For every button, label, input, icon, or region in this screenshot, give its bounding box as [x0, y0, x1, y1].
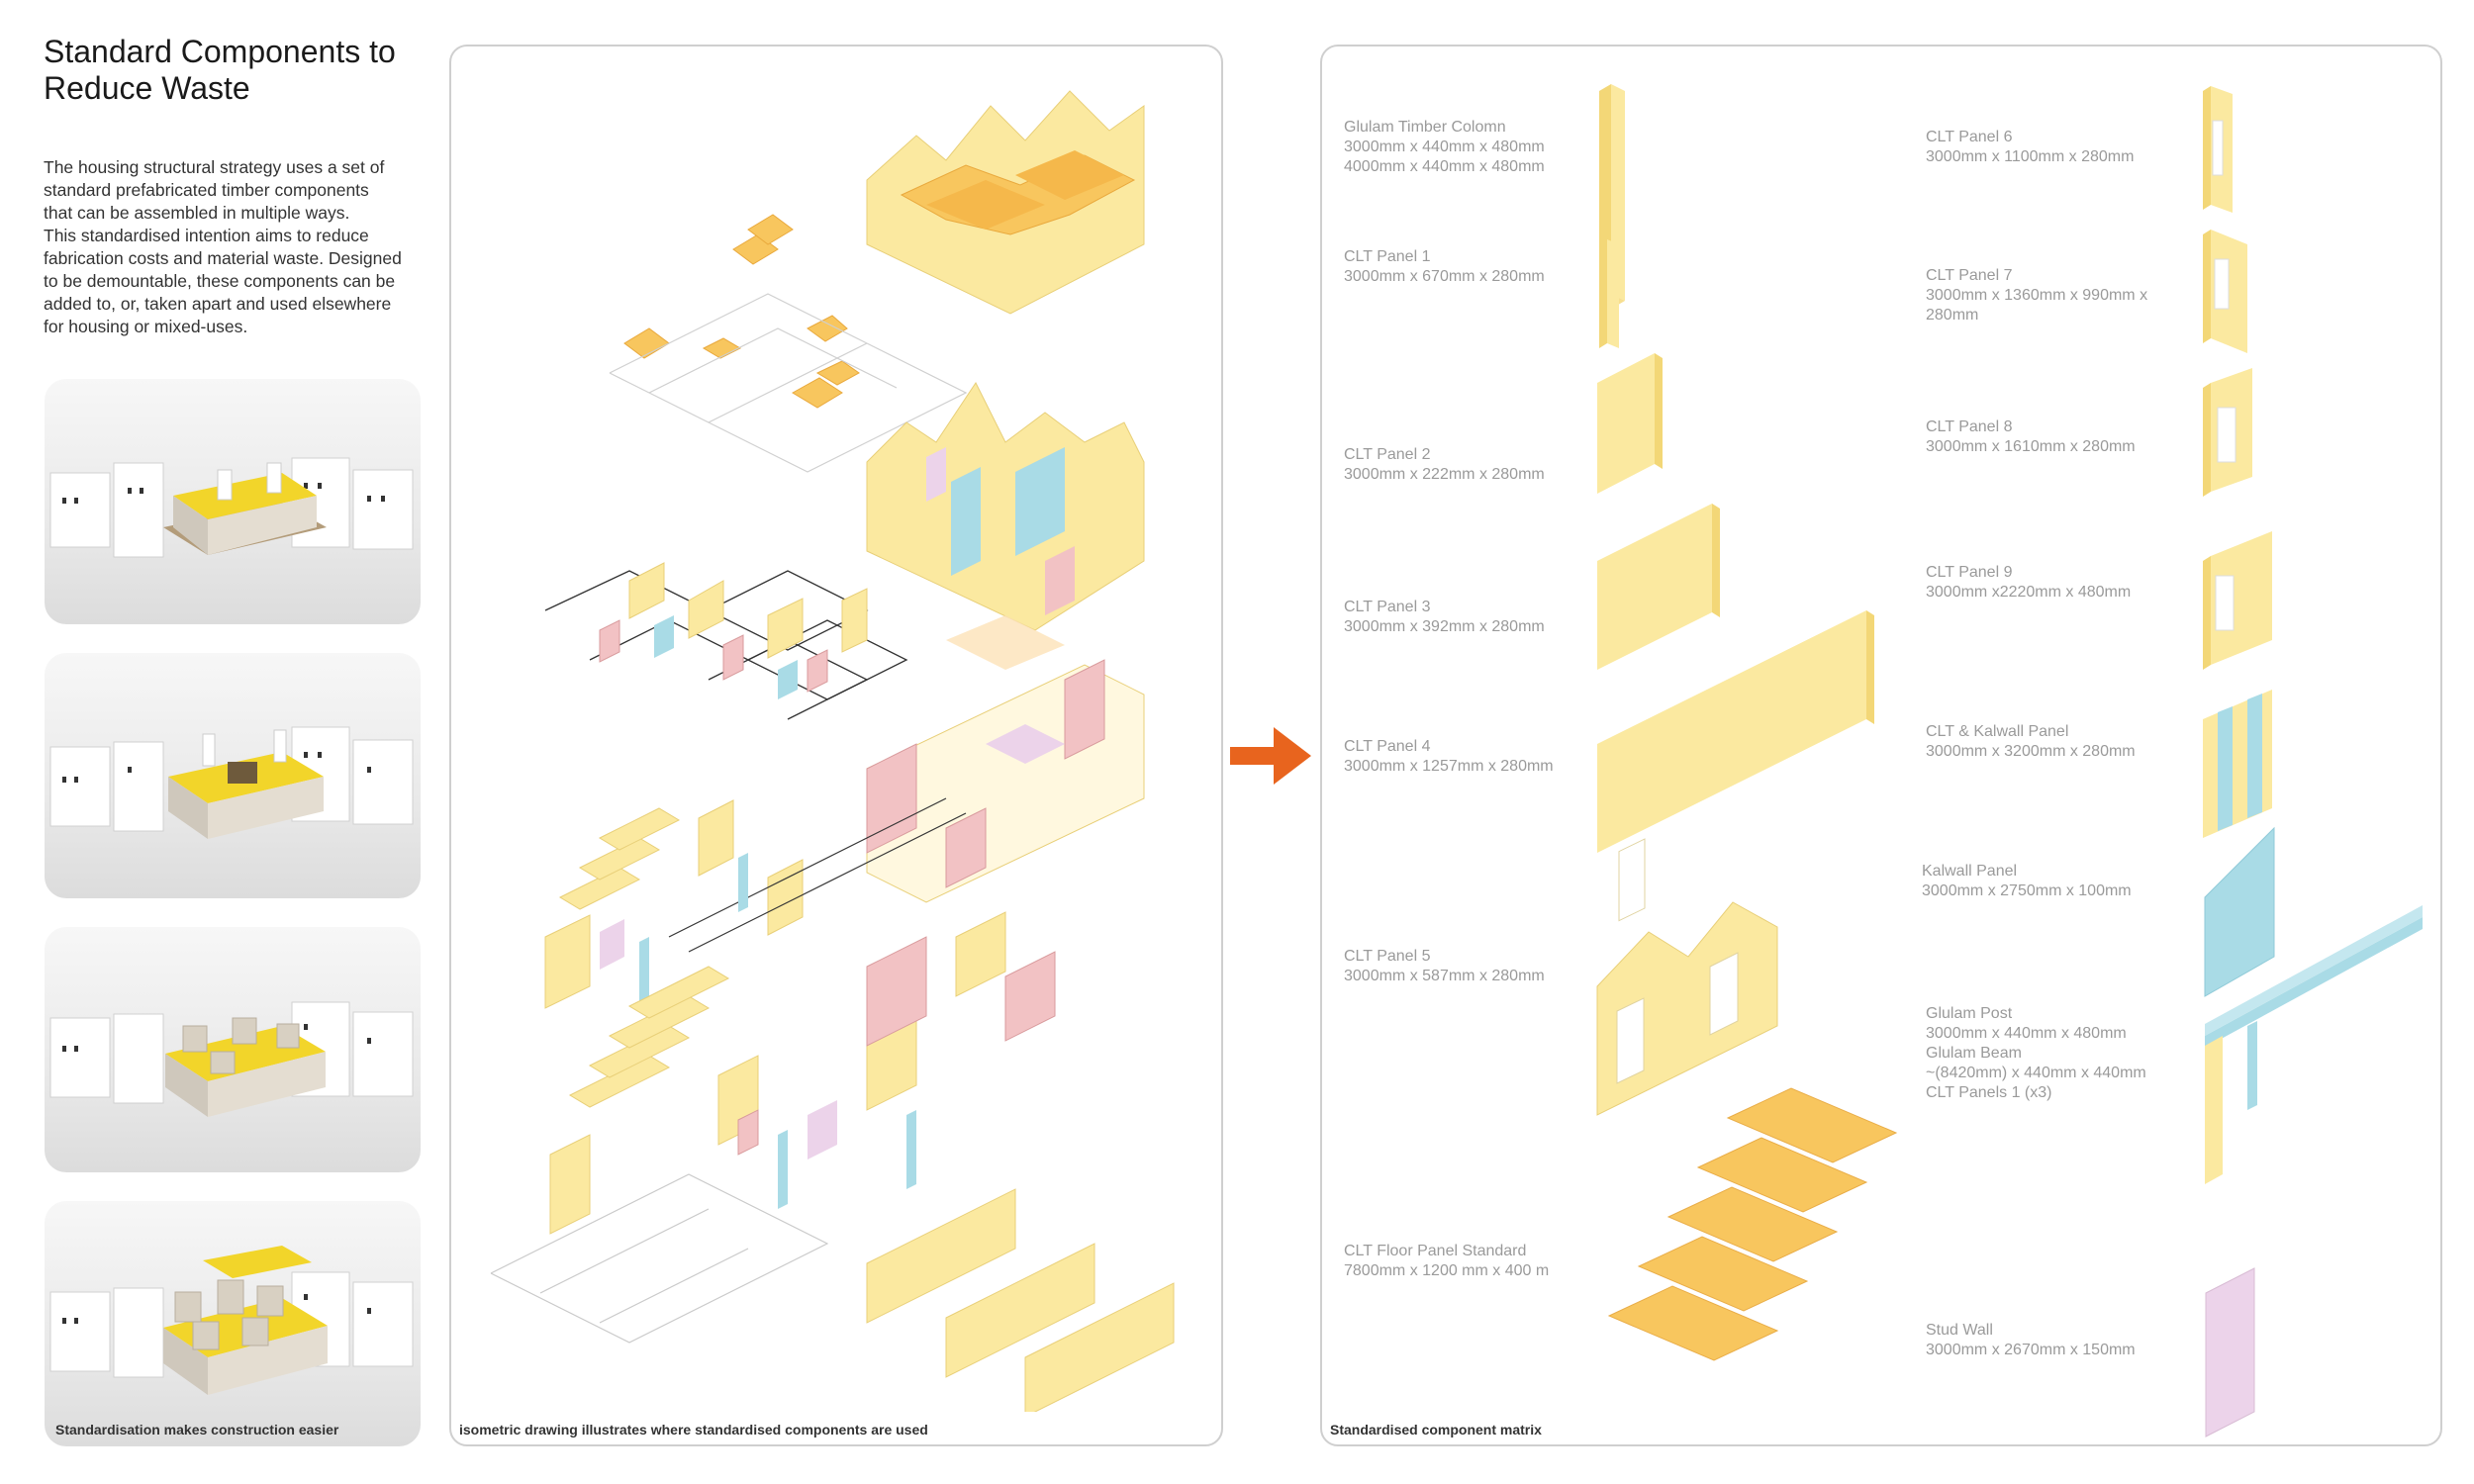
intro-line: that can be assembled in multiple ways.	[44, 203, 350, 223]
intro-line: to be demountable, these components can …	[44, 271, 396, 291]
iso-upper-level	[544, 382, 1145, 720]
clt-panel-2-shape	[1597, 353, 1663, 494]
component-label-clt-panel-3: CLT Panel 3 3000mm x 392mm x 280mm	[1344, 598, 1545, 637]
component-label-clt-panel-2: CLT Panel 2 3000mm x 222mm x 280mm	[1344, 445, 1545, 485]
component-dims: 3000mm x 440mm x 480mm	[1926, 1025, 2127, 1042]
component-dims: 4000mm x 440mm x 480mm	[1344, 158, 1545, 175]
model-photo-3-drawing	[49, 1001, 414, 1117]
component-dims: Glulam Beam	[1926, 1045, 2022, 1062]
kalwall-panel-shape	[2204, 826, 2275, 997]
page-title: Standard Components to Reduce Waste	[44, 34, 439, 107]
model-photo-1-drawing	[49, 457, 414, 558]
component-name: CLT Panel 5	[1344, 948, 1431, 965]
clt-panel-9-shape	[2203, 531, 2272, 670]
component-dims: 3000mm x 2670mm x 150mm	[1926, 1342, 2136, 1358]
component-dims: 3000mm x2220mm x 480mm	[1926, 584, 2132, 601]
component-name: CLT Floor Panel Standard	[1344, 1243, 1527, 1259]
glulam-post-beam-shape	[2205, 905, 2423, 1184]
component-name: CLT Panel 8	[1926, 418, 2013, 435]
clt-panel-8-shape	[2203, 368, 2252, 497]
component-dims: 3000mm x 670mm x 280mm	[1344, 268, 1545, 285]
component-name: CLT Panel 3	[1344, 599, 1431, 615]
component-name: Glulam Post	[1926, 1005, 2013, 1022]
component-name: CLT Panel 7	[1926, 267, 2013, 284]
model-photo-3	[45, 927, 421, 1172]
intro-line: added to, or, taken apart and used elsew…	[44, 294, 392, 314]
component-label-glulam-post: Glulam Post 3000mm x 440mm x 480mm Glula…	[1926, 1004, 2146, 1103]
component-name: CLT Panel 4	[1344, 738, 1431, 755]
iso-ground-level	[544, 659, 1145, 1009]
component-label-clt-panel-5: CLT Panel 5 3000mm x 587mm x 280mm	[1344, 947, 1545, 986]
title-line-1: Standard Components to	[44, 34, 396, 69]
component-label-clt-panel-7: CLT Panel 7 3000mm x 1360mm x 990mm x 28…	[1926, 266, 2147, 325]
model-photo-2	[45, 653, 421, 898]
clt-kalwall-panel-shape	[2203, 690, 2272, 838]
component-name: CLT Panel 6	[1926, 129, 2013, 145]
model-photo-4-drawing	[49, 1246, 414, 1395]
model-photo-1	[45, 379, 421, 624]
intro-line: standard prefabricated timber components	[44, 180, 369, 200]
photos-caption: Standardisation makes construction easie…	[55, 1422, 339, 1438]
clt-panel-5-shape	[1596, 838, 1778, 1116]
component-dims: ~(8420mm) x 440mm x 440mm	[1926, 1065, 2146, 1081]
component-label-clt-panel-1: CLT Panel 1 3000mm x 670mm x 280mm	[1344, 247, 1545, 287]
isometric-drawing-panel	[449, 45, 1223, 1446]
component-dims: 7800mm x 1200 mm x 400 m	[1344, 1262, 1550, 1279]
intro-paragraph: The housing structural strategy uses a s…	[44, 156, 429, 338]
component-dims: 3000mm x 440mm x 480mm	[1344, 139, 1545, 155]
component-dims: 3000mm x 392mm x 280mm	[1344, 618, 1545, 635]
component-name: Stud Wall	[1926, 1322, 1993, 1339]
isometric-drawing	[490, 90, 1175, 1412]
clt-floor-panel-shapes	[1607, 1087, 1898, 1361]
component-label-clt-panel-6: CLT Panel 6 3000mm x 1100mm x 280mm	[1926, 128, 2134, 167]
clt-panel-7-shape	[2203, 230, 2247, 353]
component-dims: 3000mm x 587mm x 280mm	[1344, 968, 1545, 984]
iso-roof-level	[609, 90, 1145, 473]
component-label-glulam-column: Glulam Timber Colomn 3000mm x 440mm x 48…	[1344, 118, 1545, 177]
component-dims: 3000mm x 1360mm x 990mm x	[1926, 287, 2148, 304]
title-line-2: Reduce Waste	[44, 70, 250, 106]
component-name: CLT Panel 9	[1926, 564, 2013, 581]
isometric-caption: isometric drawing illustrates where stan…	[459, 1422, 928, 1438]
intro-line: The housing structural strategy uses a s…	[44, 157, 385, 177]
component-dims: 280mm	[1926, 307, 1979, 324]
component-dims: 3000mm x 2750mm x 100mm	[1922, 882, 2132, 899]
component-label-clt-panel-9: CLT Panel 9 3000mm x2220mm x 480mm	[1926, 563, 2131, 603]
intro-line: fabrication costs and material waste. De…	[44, 248, 402, 268]
clt-panel-3-shape	[1597, 504, 1720, 670]
component-label-kalwall: Kalwall Panel 3000mm x 2750mm x 100mm	[1922, 862, 2132, 901]
component-dims: 3000mm x 3200mm x 280mm	[1926, 743, 2136, 760]
component-name: CLT Panel 2	[1344, 446, 1431, 463]
component-label-clt-floor-panel: CLT Floor Panel Standard 7800mm x 1200 m…	[1344, 1242, 1549, 1281]
component-label-clt-panel-8: CLT Panel 8 3000mm x 1610mm x 280mm	[1926, 417, 2136, 457]
iso-foundation-level	[490, 911, 1175, 1412]
matrix-caption: Standardised component matrix	[1330, 1422, 1542, 1438]
component-matrix-panel: Glulam Timber Colomn 3000mm x 440mm x 48…	[1320, 45, 2442, 1446]
clt-panel-6-shape	[2203, 86, 2233, 213]
stud-wall-shape	[2205, 1267, 2255, 1438]
intro-line: for housing or mixed-uses.	[44, 317, 248, 336]
component-name: CLT & Kalwall Panel	[1926, 723, 2069, 740]
clt-panel-1-shape	[1599, 239, 1619, 348]
arrow-right-icon	[1230, 727, 1311, 785]
component-dims: CLT Panels 1 (x3)	[1926, 1084, 2052, 1101]
component-dims: 3000mm x 1100mm x 280mm	[1926, 148, 2135, 165]
clt-panel-4-shape	[1597, 610, 1874, 853]
component-dims: 3000mm x 1610mm x 280mm	[1926, 438, 2136, 455]
model-photo-2-drawing	[49, 726, 414, 839]
intro-line: This standardised intention aims to redu…	[44, 226, 369, 245]
component-name: CLT Panel 1	[1344, 248, 1431, 265]
component-name: Kalwall Panel	[1922, 863, 2018, 880]
component-name: Glulam Timber Colomn	[1344, 119, 1506, 136]
component-matrix-drawing	[1596, 84, 2423, 1438]
component-label-stud-wall: Stud Wall 3000mm x 2670mm x 150mm	[1926, 1321, 2136, 1360]
component-label-clt-panel-4: CLT Panel 4 3000mm x 1257mm x 280mm	[1344, 737, 1554, 777]
component-label-clt-kalwall: CLT & Kalwall Panel 3000mm x 3200mm x 28…	[1926, 722, 2136, 762]
component-dims: 3000mm x 1257mm x 280mm	[1344, 758, 1554, 775]
model-photo-4	[45, 1201, 421, 1446]
component-dims: 3000mm x 222mm x 280mm	[1344, 466, 1545, 483]
